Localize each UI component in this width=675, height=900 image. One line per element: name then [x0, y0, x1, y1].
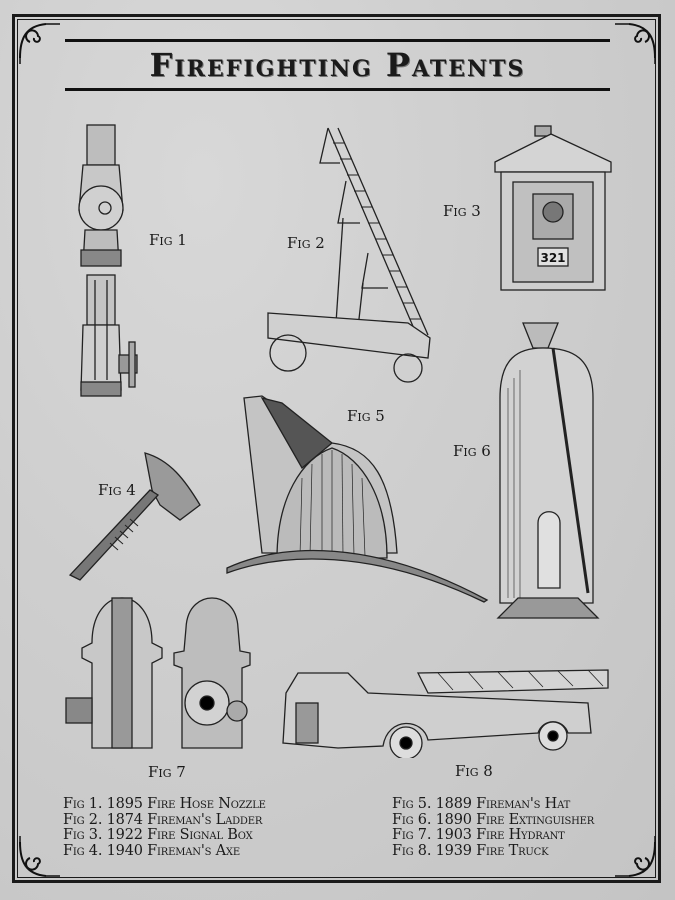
corner-ornament-icon	[19, 23, 60, 64]
title-rule-top	[65, 39, 610, 42]
caption-fig-5: Fig 5. 1889 Fireman's Hat	[392, 796, 571, 812]
fig-6-label: Fig 6	[453, 442, 491, 460]
fig-3-label: Fig 3	[443, 202, 481, 220]
caption-fig-4: Fig 4. 1940 Fireman's Axe	[63, 842, 240, 859]
caption-fig-6: Fig 6. 1890 Fire Extinguisher	[392, 811, 595, 828]
title-rule-bottom	[65, 88, 610, 91]
fig-2-label: Fig 2	[287, 234, 325, 252]
fire-hydrant-drawing	[65, 597, 251, 749]
corner-ornament-icon	[615, 23, 656, 64]
axe-drawing	[68, 452, 201, 581]
caption-fig-3: Fig 3. 1922 Fire Signal Box	[63, 827, 253, 843]
fire-signal-box-drawing: 321	[494, 125, 612, 291]
captions-right: Fig 5. 1889 Fireman's Hat Fig 6. 1890 Fi…	[392, 796, 595, 859]
fig-8-label: Fig 8	[455, 762, 493, 780]
hose-nozzle-drawing	[78, 124, 138, 397]
fig-5-label: Fig 5	[347, 407, 385, 425]
ladder-drawing	[267, 127, 431, 383]
corner-ornament-icon	[19, 836, 60, 877]
fig-4-label: Fig 4	[98, 481, 136, 499]
caption-fig-2: Fig 2. 1874 Fireman's Ladder	[63, 811, 263, 828]
fire-extinguisher-drawing	[496, 322, 600, 619]
corner-ornament-icon	[615, 836, 656, 877]
fire-truck-drawing	[282, 669, 609, 758]
fig-1-label: Fig 1	[149, 231, 187, 249]
page-title: Firefighting Patents	[149, 46, 526, 84]
caption-fig-8: Fig 8. 1939 Fire Truck	[392, 842, 549, 859]
fig-7-label: Fig 7	[148, 763, 186, 781]
outer-frame	[12, 14, 661, 883]
box-number: 321	[540, 251, 565, 265]
inner-frame	[17, 19, 656, 878]
caption-fig-7: Fig 7. 1903 Fire Hydrant	[392, 827, 565, 843]
fireman-hat-drawing	[226, 395, 489, 603]
caption-fig-1: Fig 1. 1895 Fire Hose Nozzle	[63, 796, 266, 812]
captions-left: Fig 1. 1895 Fire Hose Nozzle Fig 2. 1874…	[63, 796, 266, 859]
